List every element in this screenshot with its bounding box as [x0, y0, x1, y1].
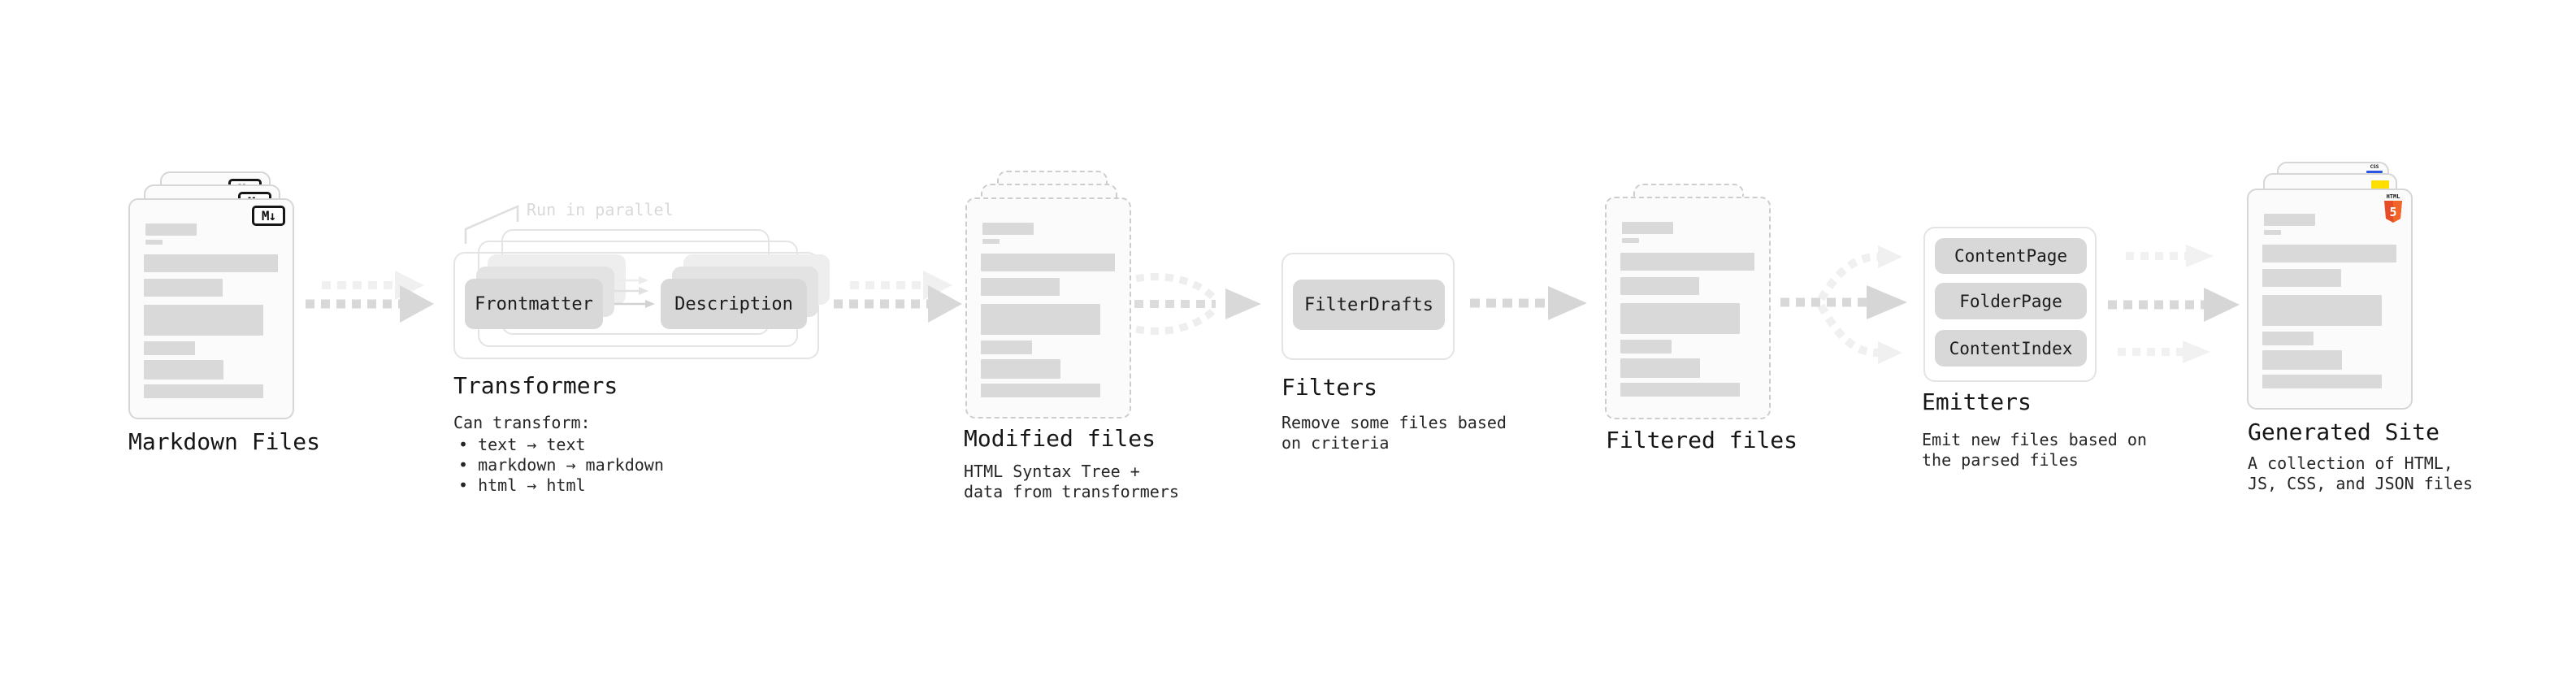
text-line-placeholder: [144, 384, 263, 398]
file-content-placeholder: [967, 199, 1130, 417]
split-arrow-filtered-to-emitters: [1780, 245, 1907, 364]
transformers-container-front: [453, 252, 819, 359]
description-pill: Description: [661, 279, 807, 329]
javascript-icon: [2371, 180, 2389, 189]
modified-files-stack: [965, 171, 1169, 423]
text-line-placeholder: [981, 384, 1100, 397]
html-file-card: HTML 5: [2247, 189, 2413, 410]
text-line-placeholder: [2262, 375, 2382, 388]
text-line-placeholder: [2262, 245, 2396, 262]
modified-file-card-front: [965, 197, 1131, 419]
modified-files-subtitle: HTML Syntax Tree + data from transformer…: [964, 462, 1179, 501]
generated-site-subtitle: A collection of HTML, JS, CSS, and JSON …: [2248, 453, 2473, 493]
html5-badge-label: HTML: [2386, 193, 2400, 200]
text-line-placeholder: [1620, 303, 1740, 334]
flow-arrow-filters-to-filtered: [1470, 286, 1587, 320]
text-line-placeholder: [2262, 269, 2341, 287]
flow-arrows-emitters-to-site: [2108, 245, 2240, 363]
emitters-title: Emitters: [1922, 388, 2032, 415]
text-line-placeholder: [144, 254, 278, 272]
text-line-placeholder: [1620, 253, 1754, 271]
filters-title: Filters: [1281, 374, 1378, 401]
markdown-icon: M↓: [252, 206, 285, 226]
filters-subtitle: Remove some files based on criteria: [1281, 413, 1507, 453]
emitters-subtitle: Emit new files based on the parsed files: [1922, 430, 2147, 470]
transform-bullet-html: • html → html: [458, 475, 586, 495]
frontmatter-pill: Frontmatter: [465, 279, 603, 329]
markdown-file-card-front: M↓: [128, 198, 294, 419]
text-line-placeholder: [144, 305, 263, 336]
text-line-placeholder: [981, 359, 1060, 379]
generated-site-title: Generated Site: [2248, 419, 2440, 445]
text-line-placeholder: [1620, 340, 1672, 354]
text-line-placeholder: [144, 279, 223, 297]
text-line-placeholder: [145, 240, 163, 245]
modified-files-title: Modified files: [964, 425, 1156, 452]
text-line-placeholder: [981, 340, 1032, 354]
text-line-placeholder: [2262, 295, 2382, 326]
text-line-placeholder: [1620, 277, 1699, 295]
merge-arrow-modified-to-filters: [1134, 273, 1261, 335]
transformers-subtitle: Can transform:: [453, 413, 591, 432]
contentindex-pill: ContentIndex: [1935, 330, 2087, 367]
html5-icon: HTML 5: [2383, 193, 2403, 227]
transform-bullet-markdown: • markdown → markdown: [458, 455, 664, 475]
text-line-placeholder: [145, 223, 197, 236]
filtered-files-stack: [1605, 184, 1808, 427]
css-badge-label: CSS: [2370, 164, 2379, 170]
text-line-placeholder: [144, 341, 195, 355]
filtered-files-title: Filtered files: [1606, 427, 1798, 453]
filterdrafts-pill: FilterDrafts: [1293, 280, 1445, 330]
text-line-placeholder: [981, 278, 1060, 296]
markdown-files-title: Markdown Files: [128, 428, 321, 455]
file-content-placeholder: [1607, 198, 1769, 418]
contentpage-pill: ContentPage: [1935, 238, 2087, 274]
text-line-placeholder: [2264, 230, 2281, 235]
transformers-title: Transformers: [453, 372, 618, 399]
filtered-file-card-front: [1605, 197, 1771, 419]
text-line-placeholder: [1622, 238, 1639, 243]
css-badge-underline: [2366, 171, 2383, 173]
text-line-placeholder: [2264, 214, 2315, 226]
text-line-placeholder: [981, 254, 1115, 271]
markdown-files-stack: M↓ M↓ M↓: [128, 171, 332, 423]
generated-site-stack: CSS HTML 5: [2247, 162, 2450, 414]
parallel-transform-arrows: [614, 276, 655, 308]
css3-icon: CSS: [2366, 165, 2383, 173]
text-line-placeholder: [982, 223, 1034, 235]
text-line-placeholder: [1620, 383, 1740, 397]
transform-bullet-text: • text → text: [458, 435, 586, 454]
flow-arrow-markdown-to-transformers: [306, 271, 434, 323]
text-line-placeholder: [2262, 350, 2342, 370]
run-in-parallel-label: Run in parallel: [527, 200, 674, 219]
file-content-placeholder: [2249, 190, 2411, 408]
html5-number: 5: [2389, 205, 2396, 219]
callout-connector-line: [464, 205, 519, 244]
file-content-placeholder: [130, 200, 293, 418]
text-line-placeholder: [144, 360, 223, 380]
text-line-placeholder: [1622, 222, 1673, 234]
text-line-placeholder: [981, 304, 1100, 335]
text-line-placeholder: [2262, 332, 2314, 345]
html5-shield: 5: [2384, 201, 2402, 223]
folderpage-pill: FolderPage: [1935, 283, 2087, 319]
text-line-placeholder: [1620, 358, 1700, 378]
text-line-placeholder: [982, 239, 1000, 244]
flow-arrow-transformers-to-modified: [834, 271, 962, 323]
